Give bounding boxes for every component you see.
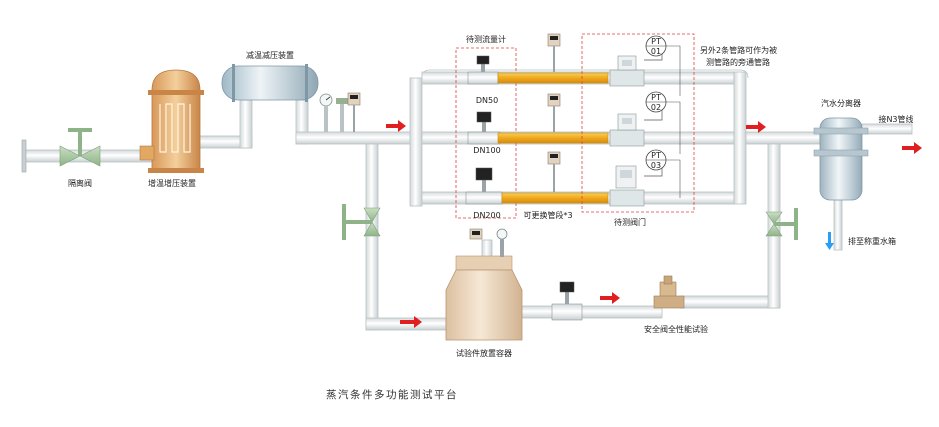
- test-vessel[interactable]: 试验件放置容器: [445, 255, 523, 358]
- outlet-label: 接N3管线: [878, 114, 913, 124]
- diagram-caption: 蒸汽条件多功能测试平台: [326, 388, 458, 401]
- valves-under-test-box: [581, 33, 695, 213]
- heating-coil: [159, 103, 191, 153]
- vessel-label: 试验件放置容器: [456, 348, 512, 358]
- flowmeter-icon: [476, 55, 490, 65]
- safety-valve[interactable]: 安全阀全性能试验: [644, 275, 708, 334]
- test-valve-3[interactable]: PT 03: [609, 149, 667, 207]
- transmitter-icon: [547, 33, 561, 72]
- flow-arrow-icon: [400, 316, 422, 328]
- steam-separator[interactable]: 汽水分离器: [813, 98, 869, 201]
- meter-group-label: 待测流量计: [466, 34, 506, 44]
- flowmeter-dn200[interactable]: DN200: [465, 167, 503, 220]
- safety-valve-label: 安全阀全性能试验: [644, 324, 708, 334]
- pt03-bottom: 03: [651, 161, 661, 170]
- inlet-instruments: [319, 92, 361, 132]
- separator-label: 汽水分离器: [821, 98, 861, 108]
- replaceable-label: 可更换管段*3: [523, 210, 572, 220]
- heater-label: 增温增压装置: [148, 178, 196, 188]
- valves-under-test-label: 待测阀门: [614, 217, 646, 227]
- bypass-valve-left[interactable]: [342, 204, 381, 240]
- dn200-label: DN200: [473, 211, 500, 220]
- flow-arrow-icon: [600, 292, 620, 304]
- valve-icon: [59, 128, 101, 167]
- pt01-top: PT: [651, 37, 661, 46]
- flow-arrow-icon: [902, 142, 922, 154]
- valve-icon: [336, 98, 348, 104]
- transmitter-icon: [547, 151, 561, 192]
- flowmeter-icon: [559, 281, 575, 293]
- flowmeter-vessel-line[interactable]: [551, 281, 583, 321]
- desuperheater-tank[interactable]: 减温减压装置: [221, 50, 319, 102]
- pt02-bottom: 02: [651, 103, 661, 112]
- pt03-top: PT: [651, 151, 661, 160]
- flowmeter-dn50[interactable]: DN50: [467, 55, 499, 105]
- desuperheater-label: 减温减压装置: [246, 50, 294, 60]
- dn100-label: DN100: [473, 146, 500, 155]
- replaceable-spools: 可更换管段*3: [497, 72, 609, 220]
- spool-transmitters: [547, 33, 561, 192]
- isolation-valve[interactable]: 隔离阀: [21, 128, 101, 188]
- dn50-label: DN50: [476, 96, 498, 105]
- transmitter-icon: [469, 228, 483, 240]
- valve-icon: [342, 204, 381, 240]
- heater-unit[interactable]: 增温增压装置: [139, 69, 204, 188]
- flowmeter-icon: [475, 167, 493, 181]
- bypass-note-line1: 另外2条管路可作为被: [700, 45, 777, 55]
- pt02-top: PT: [651, 93, 661, 102]
- drain-label: 排至称重水箱: [848, 236, 896, 246]
- bypass-note-line2: 测管路的旁通管路: [706, 57, 770, 67]
- valve-icon: [765, 208, 798, 240]
- pt01-bottom: 01: [651, 47, 661, 56]
- flowmeter-icon: [476, 111, 492, 123]
- signal-lines: [666, 45, 681, 198]
- transmitter-icon: [347, 92, 361, 132]
- transmitter-icon: [547, 93, 561, 132]
- drain-arrow-icon: [828, 232, 831, 244]
- flowmeter-dn100[interactable]: DN100: [467, 111, 501, 155]
- gauge-icon: [496, 228, 508, 240]
- flow-arrow-icon: [746, 121, 766, 133]
- isolation-valve-label: 隔离阀: [68, 178, 92, 188]
- flow-arrow-icon: [386, 120, 406, 132]
- bypass-valve-right[interactable]: [765, 208, 798, 240]
- vessel-instruments: [469, 228, 508, 257]
- test-valve-2[interactable]: PT 02: [609, 91, 667, 147]
